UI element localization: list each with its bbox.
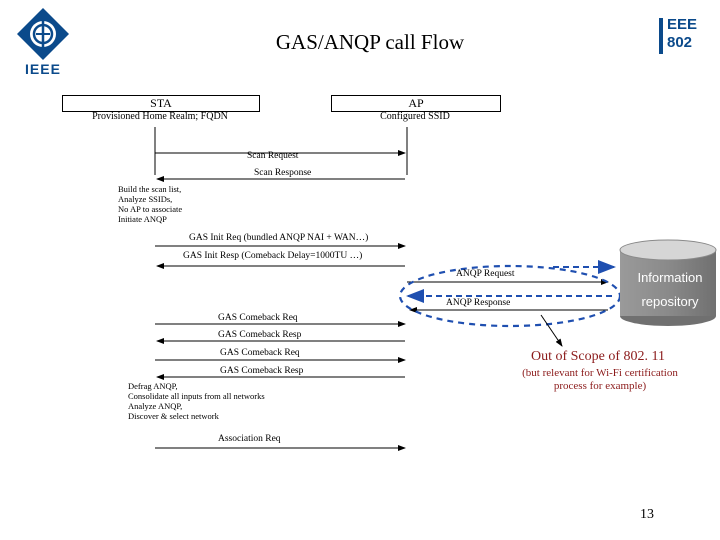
ap-box: AP xyxy=(331,95,501,112)
ieee-802-bar-icon xyxy=(659,18,663,54)
gas-init-resp-label: GAS Init Resp (Comeback Delay=1000TU …) xyxy=(183,251,363,261)
ieee-diamond-icon xyxy=(17,8,69,60)
information-repository-cylinder xyxy=(619,239,717,326)
gas-init-req-label: GAS Init Req (bundled ANQP NAI + WAN…) xyxy=(189,233,369,243)
scan-note: Build the scan list, Analyze SSIDs, No A… xyxy=(118,184,183,224)
gas-comeback-req-2-label: GAS Comeback Req xyxy=(220,348,300,358)
repository-label-line1: Information xyxy=(637,270,703,285)
anqp-request-label: ANQP Request xyxy=(456,269,515,279)
out-of-scope-pointer xyxy=(540,314,563,347)
anqp-response-label: ANQP Response xyxy=(446,298,511,308)
out-of-scope-heading: Out of Scope of 802. 11 xyxy=(530,349,666,364)
gas-comeback-req-1-label: GAS Comeback Req xyxy=(218,313,298,323)
ieee-802-logo: EEE 802 xyxy=(655,14,707,58)
gas-comeback-resp-1-label: GAS Comeback Resp xyxy=(218,330,302,340)
sta-subtitle: Provisioned Home Realm; FQDN xyxy=(92,111,228,122)
page-title: GAS/ANQP call Flow xyxy=(275,30,465,54)
page-number: 13 xyxy=(640,507,654,522)
association-req-label: Association Req xyxy=(218,434,281,444)
ieee-802-logo-line2: 802 xyxy=(667,34,693,51)
repository-label-line2: repository xyxy=(641,294,699,309)
sta-box: STA xyxy=(62,95,260,112)
ieee-802-logo-line1: EEE xyxy=(667,16,698,33)
ap-subtitle: Configured SSID xyxy=(380,111,450,122)
ieee-logo: IEEE xyxy=(14,6,72,78)
defrag-note: Defrag ANQP, Consolidate all inputs from… xyxy=(128,381,265,421)
scan-request-label: Scan Request xyxy=(247,151,299,161)
ieee-logo-text: IEEE xyxy=(25,61,61,77)
out-of-scope-detail: (but relevant for Wi-Fi certification pr… xyxy=(522,367,678,392)
gas-comeback-resp-2-label: GAS Comeback Resp xyxy=(220,366,304,376)
scan-response-label: Scan Response xyxy=(254,168,312,178)
